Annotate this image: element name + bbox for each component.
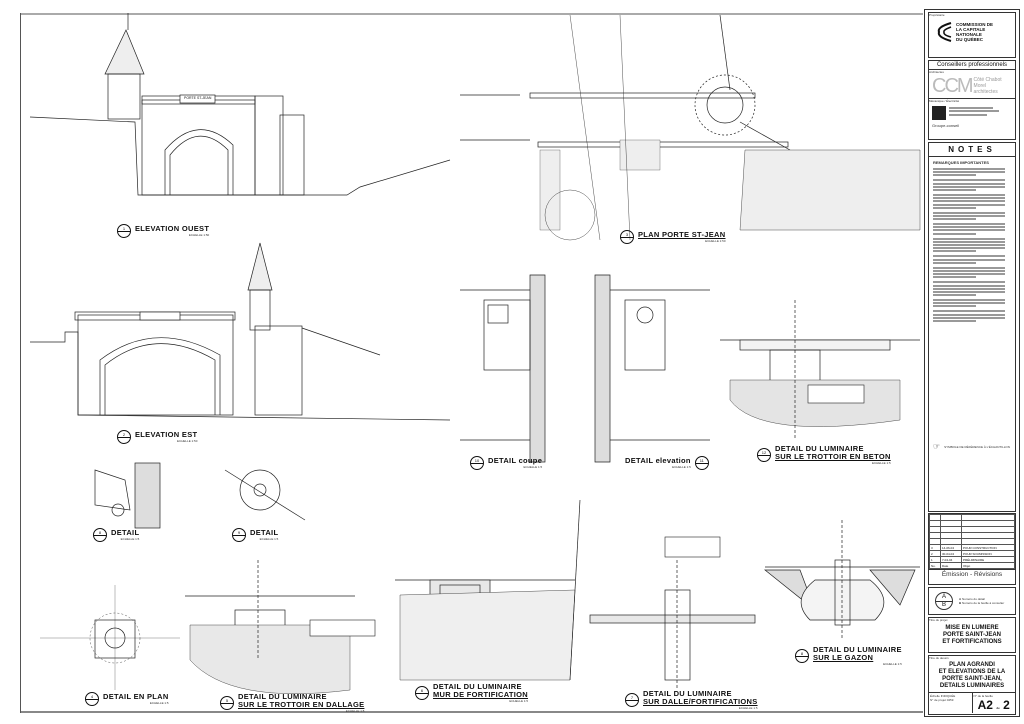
note-item xyxy=(933,281,1011,297)
owner-label: Propriétaire xyxy=(929,13,945,17)
note-item xyxy=(933,310,1011,322)
note-item xyxy=(933,223,1011,235)
reference-bubble: 10 xyxy=(470,456,484,470)
plan-porte-drawing xyxy=(460,14,921,241)
reference-bubble: 3 xyxy=(620,230,634,244)
architect-label: Architectes xyxy=(929,70,944,74)
detail-mur-drawing xyxy=(395,499,581,681)
consultants-title: Conseillers professionnels xyxy=(929,61,1015,70)
note-item xyxy=(933,179,1011,191)
project-number: 0459 xyxy=(946,698,954,702)
owner-logo: COMMISSION DE LA CAPITALE NATIONALE DU Q… xyxy=(929,17,1015,43)
sheet-border-bottom xyxy=(20,711,923,713)
owner-section: Propriétaire COMMISSION DE LA CAPITALE N… xyxy=(928,12,1016,58)
detail-dallage-drawing xyxy=(185,560,355,694)
detail-en-plan-drawing xyxy=(40,585,180,690)
engineer-logo xyxy=(929,103,1015,123)
notes-section: NOTES REMARQUES IMPORTANTES ☞ SYMBOLE DE… xyxy=(928,142,1016,512)
detail-trottoir-beton-drawing xyxy=(720,300,920,440)
reference-bubble: 9 xyxy=(232,528,246,542)
reference-bubble: 12 xyxy=(757,448,771,462)
project-title: MISE EN LUMIERE PORTE SAINT-JEAN ET FORT… xyxy=(942,625,1002,645)
engineer-name: Groupe-conseil xyxy=(932,123,960,128)
drawing-label: Titre du dessin xyxy=(929,656,949,660)
project-section: Titre du projet MISE EN LUMIERE PORTE SA… xyxy=(928,617,1016,653)
sheet-info: Échelle INDIQUÉE N° de projet 0459 N° de… xyxy=(929,692,1015,713)
emission-label: Émission - Révisions xyxy=(929,569,1015,579)
consultants-section: Conseillers professionnels Architectes C… xyxy=(928,60,1016,140)
hand-pointer-icon: ☞ xyxy=(933,442,941,451)
architect-logo: CCM Côté Chabot Morel architectes xyxy=(932,75,1002,97)
gate-sign: PORTE ST-JEAN xyxy=(184,96,212,100)
engineer-label: Mécanique / Électricité xyxy=(929,98,1015,103)
reference-bubble: 4 xyxy=(85,692,99,706)
title-block: Propriétaire COMMISSION DE LA CAPITALE N… xyxy=(924,9,1020,717)
reference-bubble: 11 xyxy=(694,456,709,470)
note-item xyxy=(933,255,1011,264)
reference-bubble: 5 xyxy=(220,696,234,710)
detail-elevation-drawing xyxy=(594,274,710,463)
detail-9-drawing xyxy=(224,469,306,521)
reference-bubble: 2 xyxy=(117,430,131,444)
notes-heading: REMARQUES IMPORTANTES xyxy=(933,160,989,165)
note-item xyxy=(933,299,1011,308)
drawing-linework xyxy=(29,13,921,694)
note-item xyxy=(933,266,1011,279)
notes-text xyxy=(933,168,1011,322)
drawing-title: PLAN AGRANDI ET ELEVATIONS DE LA PORTE S… xyxy=(938,662,1006,689)
elevation-ouest-drawing xyxy=(29,13,451,196)
note-item xyxy=(933,211,1011,221)
notes-title: NOTES xyxy=(929,143,1015,157)
sheet-border-top xyxy=(20,13,923,15)
reference-symbol-note: ☞ SYMBOLE DE RÉFÉRENCE À L'ÉCHANTILLON xyxy=(933,442,1010,451)
ccn-logo-icon xyxy=(937,22,952,42)
reference-bubble: 1 xyxy=(117,224,131,238)
project-label: Titre du projet xyxy=(929,618,948,622)
remarque-boxes xyxy=(309,384,865,637)
scale-value: INDIQUÉE xyxy=(940,694,956,698)
drawing-title-section: Titre du dessin PLAN AGRANDI ET ELEVATIO… xyxy=(928,655,1016,715)
sheet-number: A2 de 2 xyxy=(977,698,1010,712)
detail-8-drawing xyxy=(94,462,161,529)
note-item xyxy=(933,193,1011,209)
note-item xyxy=(933,168,1011,177)
engineer-logo-icon xyxy=(932,106,946,120)
reference-bubble: 6 xyxy=(415,686,429,700)
reference-bubble: 7 xyxy=(625,693,639,707)
detail-gazon-drawing xyxy=(764,520,920,640)
elevation-est-drawing xyxy=(30,242,451,421)
reference-bubble: 8 xyxy=(93,528,107,542)
detail-coupe-drawing xyxy=(460,274,546,463)
reference-bubble: 8 xyxy=(795,649,809,663)
note-item xyxy=(933,237,1011,253)
detail-dalle-drawing xyxy=(589,560,756,690)
sheet-border-left xyxy=(20,13,21,713)
